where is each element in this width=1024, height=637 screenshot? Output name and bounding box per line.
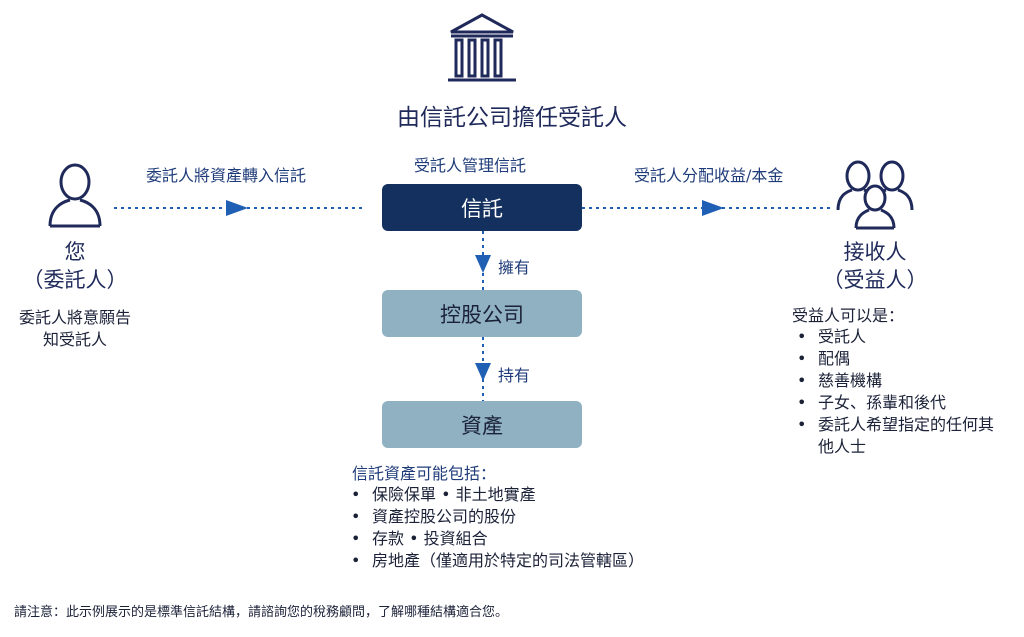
group-icon [836,160,914,230]
trust-box-label: 信託 [461,196,503,221]
settlor-note-line1: 委託人將意願告 [18,308,131,327]
holding-to-asset-arrow [475,337,491,401]
settlor-to-trust-arrow [114,200,366,216]
list-item: 委託人希望指定的任何其他人士 [792,414,1008,458]
holding-company-box: 控股公司 [382,290,582,337]
trust-manage-label: 受託人管理信託 [414,156,527,175]
list-item: 保險保單 • 非土地實產 [346,484,726,506]
beneficiary-role: （受益人） [822,268,928,292]
asset-list-heading: 信託資產可能包括： [352,464,497,483]
list-item: 資產控股公司的股份 [346,506,726,528]
owns-label: 擁有 [498,258,531,277]
beneficiary-list-heading: 受益人可以是： [792,306,905,325]
beneficiary-list: 受託人 配偶 慈善機構 子女、孫輩和後代 委託人希望指定的任何其他人士 [792,326,1012,458]
list-item: 受託人 [792,326,1012,348]
diagram-title: 由信託公司擔任受託人 [397,105,627,131]
person-icon [48,163,102,228]
list-item: 子女、孫輩和後代 [792,392,1012,414]
list-item: 房地產（僅適用於特定的司法管轄區） [346,550,726,572]
trust-box: 信託 [382,184,582,231]
settlor-arrow-label: 委託人將資產轉入信託 [146,166,307,185]
list-item: 存款 • 投資組合 [346,528,726,550]
list-item: 慈善機構 [792,370,1012,392]
trust-to-holding-arrow [475,231,491,291]
settlor-note-line2: 知受託人 [42,330,107,349]
disclaimer: 請注意：此示例展示的是標準信託結構，請諮詢您的稅務顧問，了解哪種結構適合您。 [14,605,509,620]
bank-icon [448,13,516,82]
holding-box-label: 控股公司 [440,302,524,327]
asset-box-label: 資產 [461,413,503,438]
list-item: 配偶 [792,348,1012,370]
beneficiary-name: 接收人 [843,240,907,264]
trust-to-beneficiary-arrow [582,200,830,216]
settlor-role: （委託人） [22,268,128,292]
beneficiary-arrow-label: 受託人分配收益/本金 [634,166,784,185]
asset-list: 保險保單 • 非土地實產 資產控股公司的股份 存款 • 投資組合 房地產（僅適用… [346,484,726,572]
asset-box: 資產 [382,401,582,448]
holds-label: 持有 [498,366,531,385]
settlor-name: 您 [64,240,86,264]
